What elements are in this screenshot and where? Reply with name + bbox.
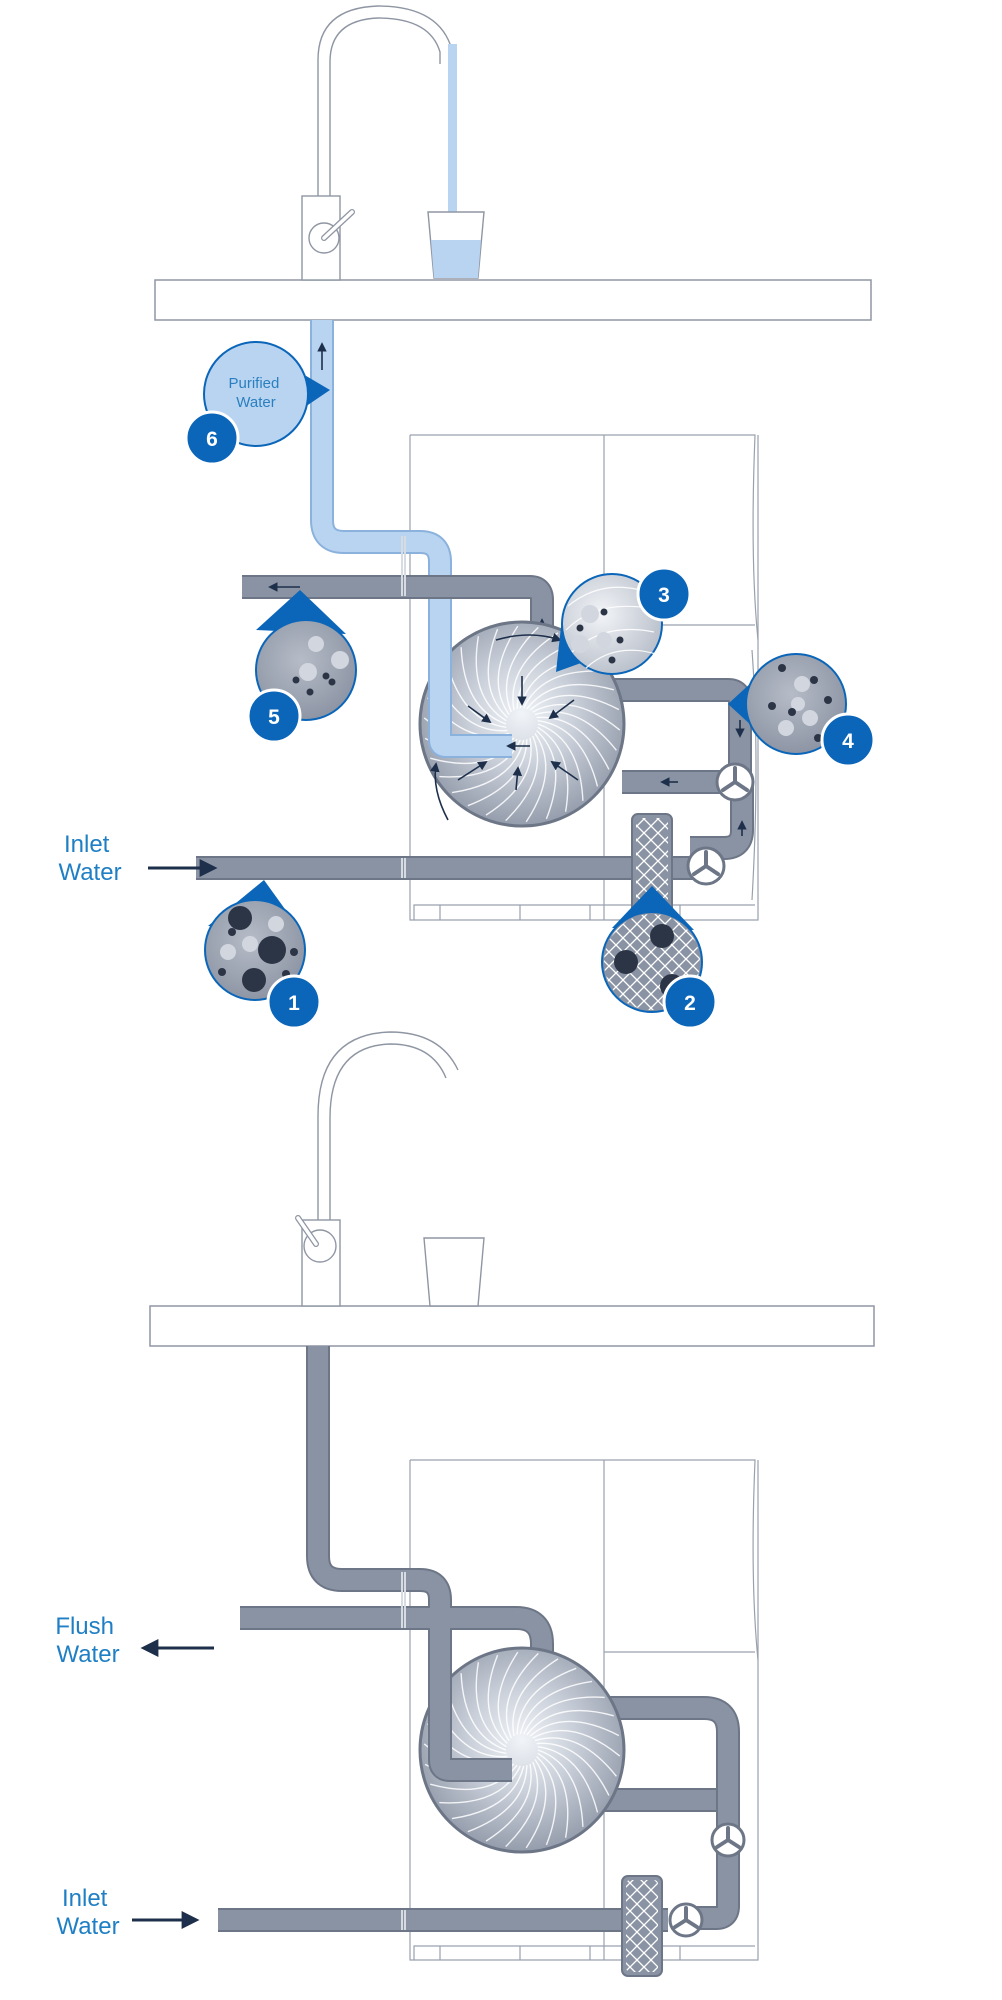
empty-glass [423, 1237, 485, 1307]
swirl-line [516, 1667, 577, 1735]
swirl-line [451, 739, 525, 794]
swirl-line [512, 1658, 559, 1737]
svg-text:3: 3 [658, 584, 670, 607]
svg-text:2: 2 [684, 992, 696, 1015]
swirl-line [439, 739, 521, 778]
swirl-line [519, 1680, 593, 1735]
countertop [154, 279, 872, 321]
swirl-line [497, 1651, 519, 1741]
water-glass [427, 44, 485, 279]
swirl-line [537, 723, 584, 801]
swirl-line [534, 1737, 617, 1777]
sediment-filter [631, 813, 673, 915]
purified-water-label: Purified Water [228, 375, 283, 411]
inlet-water-label: Inlet Water [56, 1885, 119, 1940]
swirl-line [532, 1729, 621, 1757]
stage-4-drop: 4 [728, 653, 876, 768]
swirl-line [537, 720, 599, 787]
swirl-line [526, 1709, 614, 1736]
swirl-line [485, 1763, 532, 1842]
swirl-line [537, 1752, 569, 1838]
badge-5 [246, 688, 302, 744]
swirl-line [485, 737, 532, 816]
swirl-line [537, 726, 569, 812]
pump-icon [710, 1822, 746, 1858]
stage-3-drop: 3 [556, 566, 692, 675]
badge-2 [662, 974, 718, 1030]
swirl-line [451, 1765, 525, 1820]
swirl-line [536, 1755, 557, 1846]
filter-tank [418, 1646, 626, 1854]
svg-text:6: 6 [206, 428, 218, 451]
swirl-line [487, 628, 508, 719]
faucet [295, 1031, 459, 1307]
stage-5-drop: 5 [246, 590, 357, 744]
badge-1 [266, 974, 322, 1030]
top-diagram: Inlet Water 1 [58, 5, 876, 1030]
faucet [301, 5, 453, 281]
swirl-line [523, 670, 605, 709]
swirl-line [467, 739, 528, 807]
swirl-line [536, 716, 610, 770]
swirl-line [523, 1696, 605, 1735]
stage-2-drop: 2 [601, 886, 718, 1030]
swirl-line [460, 647, 507, 725]
svg-text:4: 4 [842, 730, 854, 753]
swirl-line [475, 636, 507, 722]
stage-6-drop: Purified Water 6 [184, 341, 330, 466]
swirl-line [537, 1749, 584, 1827]
swirl-line [525, 1759, 547, 1849]
swirl-line [505, 1652, 539, 1739]
sediment-filter [621, 1875, 663, 1977]
countertop [149, 1305, 875, 1347]
pipes [218, 1346, 740, 1932]
swirl-line [529, 694, 620, 711]
badge-3 [636, 566, 692, 622]
filter-tank [418, 620, 626, 828]
swirl-line [505, 1761, 539, 1848]
swirl-line [467, 1765, 528, 1833]
swirl-line [487, 1654, 508, 1745]
flush-water-label: Flush Water [55, 1613, 120, 1668]
swirl-line [505, 626, 539, 713]
swirl-line [534, 711, 617, 751]
bottom-diagram: Flush Water Inlet Water [55, 1031, 875, 1977]
swirl-line [439, 1765, 521, 1804]
swirl-line [526, 683, 614, 710]
swirl-line [512, 632, 559, 711]
swirl-line [536, 1742, 610, 1796]
svg-text:5: 5 [268, 706, 280, 729]
swirl-line [529, 1720, 620, 1737]
pump-icon [668, 1902, 704, 1938]
swirl-line [537, 1746, 599, 1813]
swirl-line [505, 735, 539, 822]
inlet-water-label: Inlet Water [58, 831, 121, 886]
swirl-line [475, 1662, 507, 1748]
pump-icon [715, 762, 755, 802]
swirl-line [525, 733, 547, 823]
pump-icon [686, 846, 726, 886]
badge-6 [184, 410, 240, 466]
swirl-line [532, 703, 621, 731]
swirl-line [460, 1673, 507, 1751]
svg-text:1: 1 [288, 992, 300, 1015]
stage-1-drop: 1 [204, 880, 322, 1030]
badge-4 [820, 712, 876, 768]
